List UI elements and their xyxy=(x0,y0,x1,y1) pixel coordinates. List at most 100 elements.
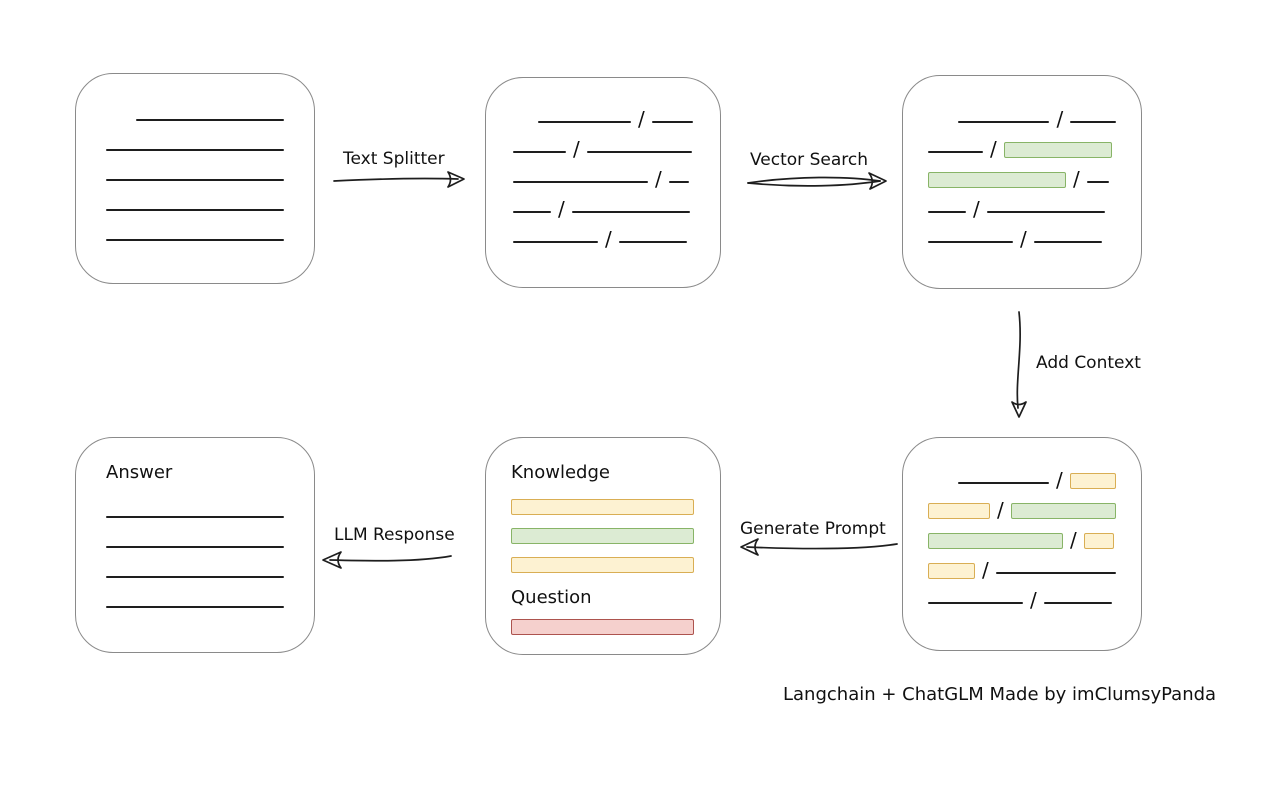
text-row: / xyxy=(513,93,693,129)
slash-separator: / xyxy=(1056,107,1064,131)
text-row xyxy=(511,609,695,635)
box-vector-search-results: ///// xyxy=(902,75,1142,289)
arrow-label-vector-search: Vector Search xyxy=(750,150,868,170)
chunk-highlight-yellow xyxy=(511,499,694,515)
text-row xyxy=(511,544,695,573)
text-row xyxy=(106,548,284,578)
text-line xyxy=(106,149,284,151)
text-line xyxy=(513,151,566,153)
text-row xyxy=(106,488,284,518)
text-line xyxy=(1070,121,1116,123)
text-row xyxy=(511,486,695,515)
text-line xyxy=(928,241,1013,243)
slash-separator: / xyxy=(982,558,989,582)
text-row xyxy=(106,151,284,181)
retrieved-chunk-lines: ///// xyxy=(928,93,1116,249)
text-row: / xyxy=(928,123,1116,159)
chunk-highlight-green xyxy=(928,172,1066,188)
slash-separator: / xyxy=(637,107,645,131)
answer-label: Answer xyxy=(106,462,173,483)
text-line xyxy=(986,211,1105,213)
text-line xyxy=(513,181,648,183)
box-context-chunks: / / / / / xyxy=(902,437,1142,651)
text-line xyxy=(106,606,284,608)
text-line xyxy=(513,241,598,243)
text-line xyxy=(1086,181,1109,183)
chunk-highlight-green xyxy=(511,528,694,544)
text-line xyxy=(928,211,966,213)
chunk-highlight-green xyxy=(1003,142,1112,158)
slash-separator: / xyxy=(1056,468,1063,492)
text-row xyxy=(106,211,284,241)
question-bar xyxy=(511,609,695,635)
chunk-highlight-yellow xyxy=(928,563,975,579)
text-row xyxy=(511,515,695,544)
text-line xyxy=(586,151,692,153)
question-label: Question xyxy=(511,587,592,608)
text-row xyxy=(106,91,284,121)
text-row: / xyxy=(928,454,1117,490)
text-row: / xyxy=(928,213,1116,249)
text-line xyxy=(106,179,284,181)
arrow-label-text-splitter: Text Splitter xyxy=(343,149,445,169)
context-chunk-lines: / / / / / xyxy=(928,454,1117,610)
text-row xyxy=(106,518,284,548)
text-line xyxy=(106,576,284,578)
text-row xyxy=(106,121,284,151)
knowledge-bars xyxy=(511,486,695,573)
chunk-highlight-green xyxy=(1010,503,1116,519)
knowledge-label: Knowledge xyxy=(511,462,610,483)
arrow-vector-search xyxy=(747,172,887,190)
chunk-lines: ///// xyxy=(513,93,693,249)
slash-separator: / xyxy=(605,227,612,251)
slash-separator: / xyxy=(1030,588,1037,612)
text-row: / xyxy=(513,123,693,159)
text-row: / xyxy=(928,183,1116,219)
text-row: / xyxy=(928,484,1116,520)
arrow-add-context xyxy=(1011,311,1027,418)
slash-separator: / xyxy=(990,137,997,161)
arrow-llm-response xyxy=(322,551,452,569)
chunk-highlight-yellow xyxy=(1069,473,1117,489)
text-row: / xyxy=(928,514,1116,550)
text-line xyxy=(537,121,631,123)
document-lines xyxy=(106,91,284,241)
slash-separator: / xyxy=(1073,167,1080,191)
slash-separator: / xyxy=(655,167,662,191)
text-line xyxy=(106,546,284,548)
slash-separator: / xyxy=(1070,528,1077,552)
text-line xyxy=(106,239,284,241)
text-row: / xyxy=(928,153,1116,189)
text-line xyxy=(995,572,1116,574)
text-line xyxy=(106,209,284,211)
arrow-label-llm-response: LLM Response xyxy=(334,525,455,545)
text-line xyxy=(106,516,284,518)
slash-separator: / xyxy=(997,498,1004,522)
text-row: / xyxy=(513,183,693,219)
text-line xyxy=(1033,241,1102,243)
box-prompt: Knowledge Question xyxy=(485,437,721,655)
chunk-highlight-yellow xyxy=(511,557,694,573)
text-row xyxy=(106,181,284,211)
arrow-text-splitter xyxy=(333,171,465,188)
chunk-highlight-red xyxy=(511,619,694,635)
text-line xyxy=(928,602,1023,604)
slash-separator: / xyxy=(1020,227,1027,251)
box-answer: Answer xyxy=(75,437,315,653)
text-line xyxy=(1043,602,1112,604)
chunk-highlight-yellow xyxy=(1083,533,1114,549)
text-line xyxy=(513,211,551,213)
text-line xyxy=(618,241,687,243)
chunk-highlight-green xyxy=(928,533,1063,549)
slash-separator: / xyxy=(558,197,565,221)
text-line xyxy=(957,121,1050,123)
text-row xyxy=(106,578,284,608)
text-row: / xyxy=(513,213,693,249)
box-source-document xyxy=(75,73,315,284)
text-line xyxy=(571,211,690,213)
text-line xyxy=(135,119,284,121)
chunk-highlight-yellow xyxy=(928,503,990,519)
box-text-chunks: ///// xyxy=(485,77,721,288)
text-row: / xyxy=(928,544,1116,580)
